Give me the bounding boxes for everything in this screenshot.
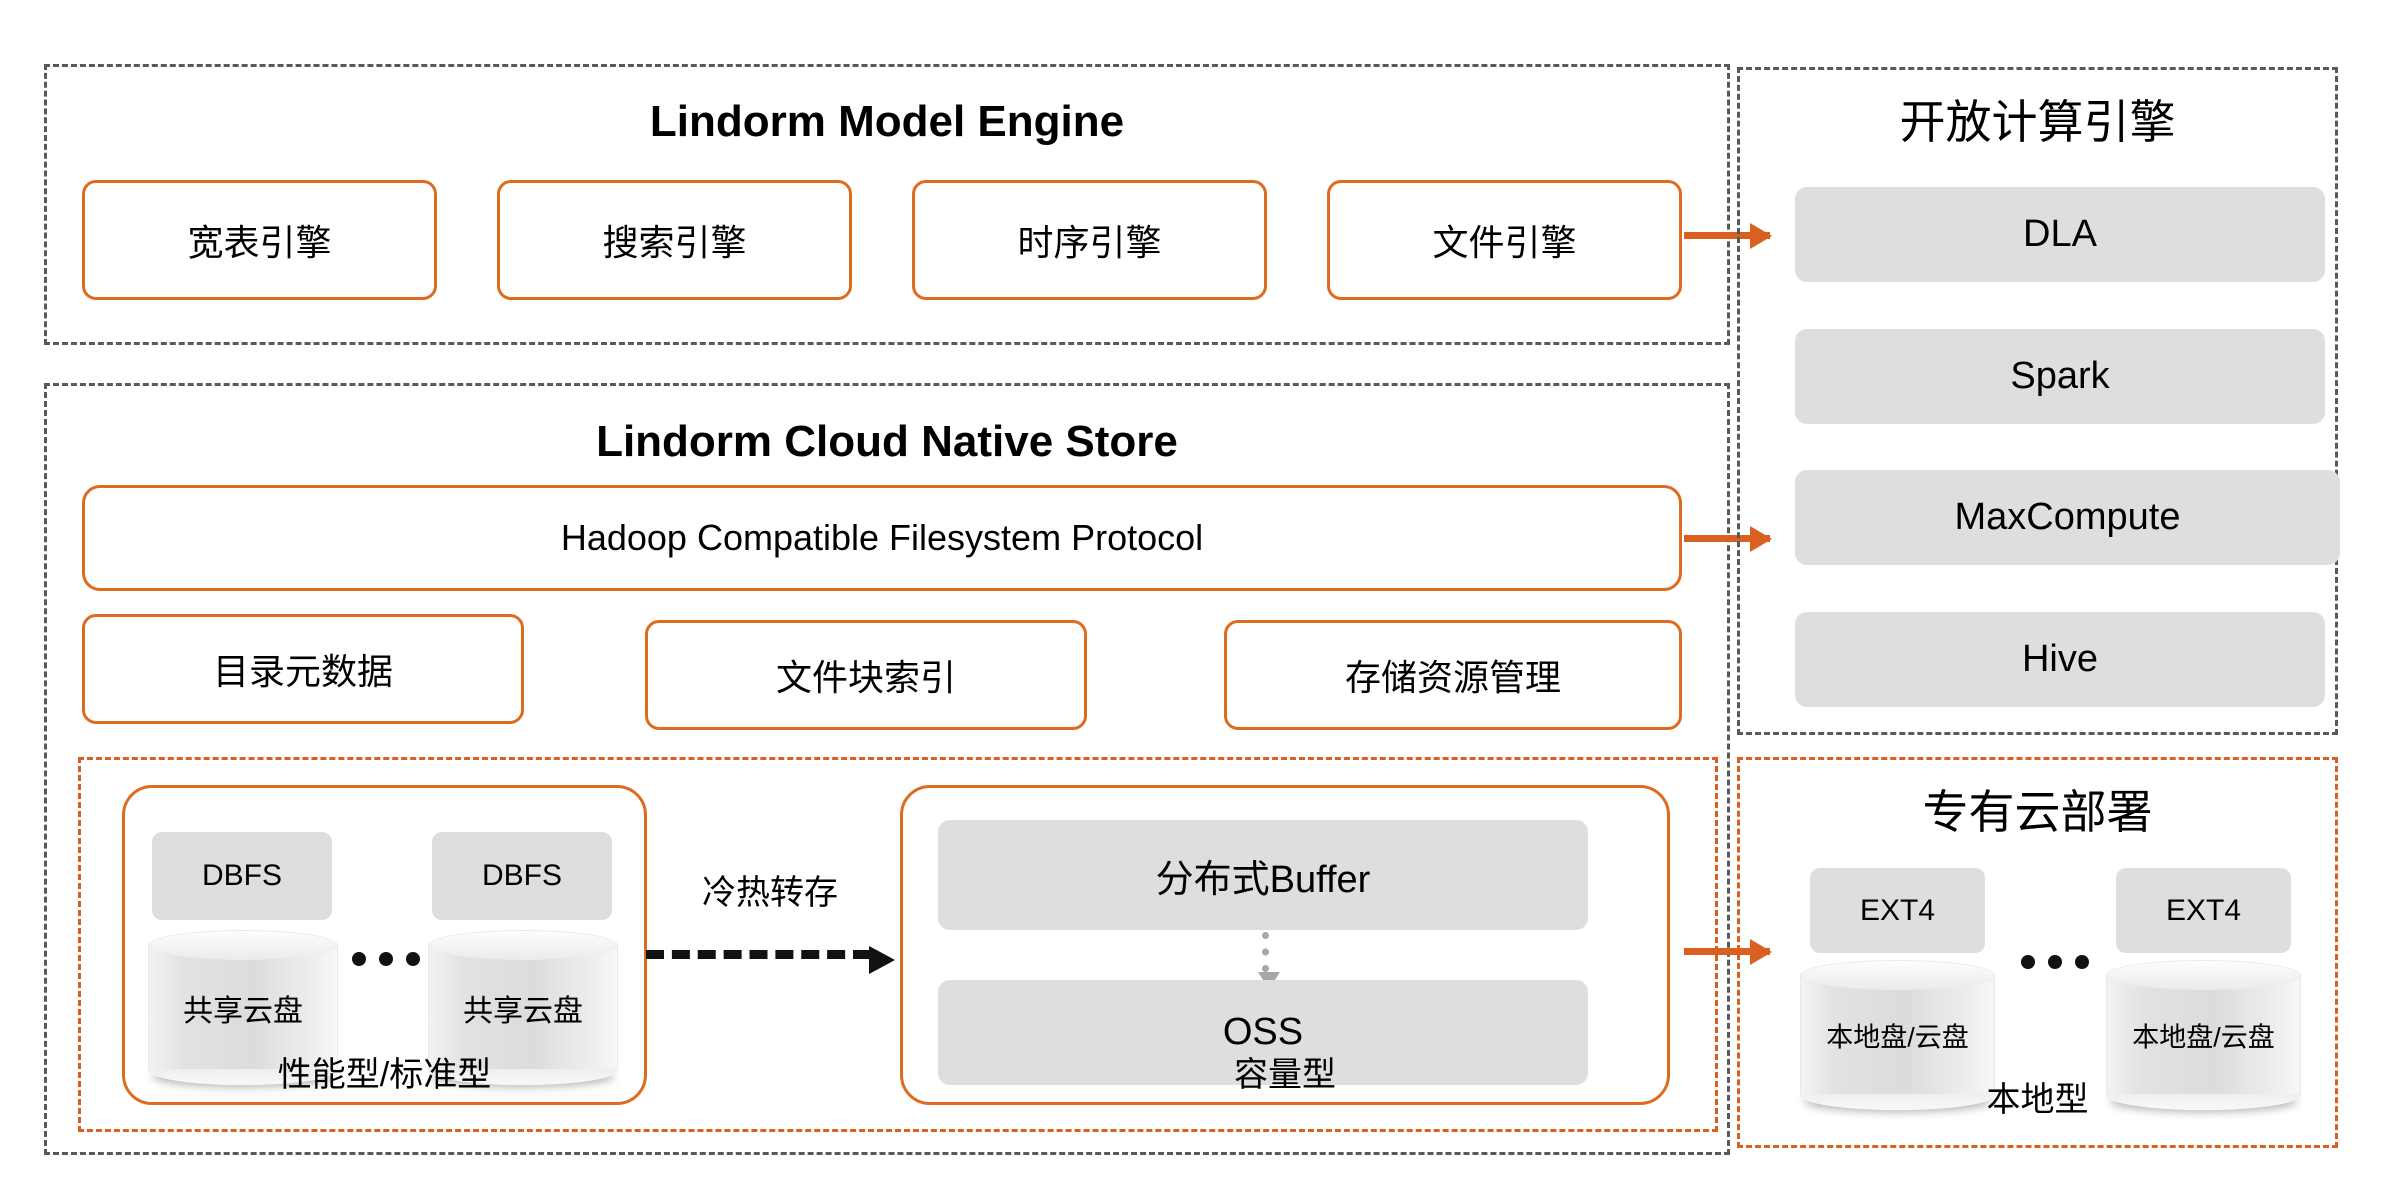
- hot-cold-transfer-arrow: [646, 946, 895, 974]
- engine-box-search[interactable]: 搜索引擎: [497, 180, 852, 300]
- lindorm-cloud-native-store-panel: Lindorm Cloud Native Store: [44, 383, 1730, 1155]
- capacity-caption: 容量型: [1234, 1056, 1336, 1094]
- cylinder-body: [1800, 974, 1995, 1094]
- hadoop-protocol-bar[interactable]: Hadoop Compatible Filesystem Protocol: [82, 485, 1682, 591]
- disk-label: 共享云盘: [463, 994, 583, 1028]
- hot-cold-transfer-label: 冷热转存: [702, 874, 838, 912]
- local-disk-right: 本地盘/云盘: [2106, 960, 2301, 1110]
- cylinder-top: [148, 930, 338, 960]
- module-label: 文件块索引: [775, 657, 956, 698]
- cylinder-top: [2106, 960, 2301, 990]
- engine-label: 时序引擎: [1017, 222, 1162, 263]
- buffer-to-oss-arrow: [1258, 932, 1280, 989]
- storage-tier-container: [78, 757, 1718, 1132]
- compute-item-label: Hive: [2021, 638, 2099, 680]
- ellipsis-dots-performance-group: [352, 952, 420, 966]
- section-title: Lindorm Cloud Native Store: [596, 417, 1178, 466]
- shared-cloud-disk-left: 共享云盘: [148, 930, 338, 1085]
- disk-label: 共享云盘: [183, 994, 303, 1028]
- cylinder-body: [148, 944, 338, 1069]
- compute-item-label: DLA: [2023, 213, 2097, 255]
- connector-arrow-storage-to-private-cloud: [1684, 948, 1770, 955]
- local-type-caption: 本地型: [1986, 1081, 2089, 1119]
- disk-label: 本地盘/云盘: [1826, 1022, 1969, 1053]
- engine-box-timeseries[interactable]: 时序引擎: [912, 180, 1267, 300]
- open-compute-engine-title: 开放计算引擎: [1899, 96, 2176, 148]
- compute-item-dla[interactable]: DLA: [1795, 187, 2325, 282]
- module-box-file-block-index[interactable]: 文件块索引: [645, 620, 1087, 730]
- distributed-buffer-box: 分布式Buffer: [938, 820, 1588, 930]
- oss-box: OSS: [938, 980, 1588, 1085]
- engine-box-file[interactable]: 文件引擎: [1327, 180, 1682, 300]
- local-disk-left: 本地盘/云盘: [1800, 960, 1995, 1110]
- performance-standard-caption: 性能型/标准型: [277, 1056, 492, 1094]
- engine-label: 宽表引擎: [187, 222, 332, 263]
- compute-item-spark[interactable]: Spark: [1795, 329, 2325, 424]
- compute-item-label: Spark: [2010, 355, 2110, 397]
- dbfs-label: DBFS: [481, 859, 562, 892]
- dbfs-box-right: DBFS: [432, 832, 612, 920]
- engine-label: 搜索引擎: [602, 222, 747, 263]
- hadoop-protocol-label: Hadoop Compatible Filesystem Protocol: [560, 517, 1204, 558]
- ext4-label: EXT4: [2165, 893, 2242, 927]
- cylinder-top: [428, 930, 618, 960]
- module-label: 目录元数据: [212, 651, 393, 692]
- ext4-box-right: EXT4: [2116, 868, 2291, 953]
- distributed-buffer-label: 分布式Buffer: [1155, 858, 1371, 901]
- module-label: 存储资源管理: [1344, 657, 1561, 698]
- open-compute-engine-panel: 开放计算引擎: [1737, 67, 2338, 735]
- ellipsis-dots-private-cloud: [2021, 955, 2089, 969]
- module-box-directory-metadata[interactable]: 目录元数据: [82, 614, 524, 724]
- module-box-storage-resource-mgmt[interactable]: 存储资源管理: [1224, 620, 1682, 730]
- compute-item-hive[interactable]: Hive: [1795, 612, 2325, 707]
- connector-arrow-store-to-compute: [1684, 535, 1770, 542]
- engine-label: 文件引擎: [1432, 222, 1577, 263]
- oss-label: OSS: [1222, 1011, 1304, 1053]
- private-cloud-deploy-title: 专有云部署: [1922, 786, 2153, 838]
- compute-item-label: MaxCompute: [1954, 496, 2181, 538]
- dbfs-box-left: DBFS: [152, 832, 332, 920]
- cylinder-top: [1800, 960, 1995, 990]
- engine-box-wide-table[interactable]: 宽表引擎: [82, 180, 437, 300]
- cylinder-body: [428, 944, 618, 1069]
- shared-cloud-disk-right: 共享云盘: [428, 930, 618, 1085]
- ext4-box-left: EXT4: [1810, 868, 1985, 953]
- cylinder-body: [2106, 974, 2301, 1094]
- connector-arrow-model-engine-to-compute: [1684, 232, 1770, 239]
- ext4-label: EXT4: [1859, 893, 1936, 927]
- compute-item-maxcompute[interactable]: MaxCompute: [1795, 470, 2340, 565]
- lindorm-model-engine-panel: Lindorm Model Engine: [44, 64, 1730, 345]
- disk-label: 本地盘/云盘: [2132, 1022, 2275, 1053]
- private-cloud-deploy-panel: 专有云部署: [1737, 757, 2338, 1148]
- dbfs-label: DBFS: [201, 859, 282, 892]
- page-title: Lindorm Model Engine: [649, 97, 1125, 146]
